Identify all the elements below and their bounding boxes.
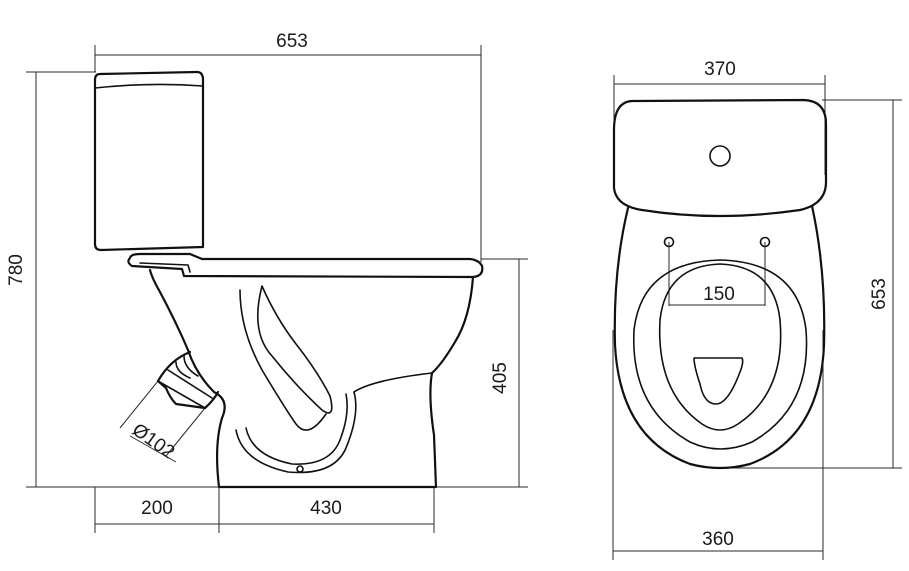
hinge-hole-right [759, 236, 771, 248]
tank-top-outline [612, 98, 828, 218]
top-view-dimension-lines [612, 75, 902, 560]
flush-button [709, 145, 731, 167]
bowl-opening [658, 263, 782, 431]
side-view: 653 780 405 200 430 Ø102 [6, 31, 528, 533]
side-view-dimension-lines [26, 45, 528, 533]
total-height-label: 780 [6, 254, 27, 286]
bowl-rim-outline [127, 252, 484, 279]
trapway-outline [256, 285, 333, 414]
front-curve [353, 372, 433, 393]
bowl-height-label: 405 [490, 362, 511, 394]
water-spot [693, 357, 744, 405]
bowl-width-label: 360 [702, 529, 734, 550]
base-length-label: 430 [310, 498, 342, 519]
trap-bottom-inner [245, 393, 348, 465]
hole-spacing-label: 150 [703, 284, 735, 305]
top-view: 370 653 150 360 [612, 59, 902, 560]
depth-label: 653 [869, 278, 890, 310]
outlet-pipe-outline [156, 350, 220, 410]
trapway-back [239, 289, 327, 431]
trap-bottom-outline [235, 391, 357, 474]
outlet-pipe-band [175, 355, 199, 379]
outlet-offset-label: 200 [141, 498, 173, 519]
cistern-lid-line [94, 83, 204, 89]
hinge-hole-left [663, 236, 675, 248]
outlet-diameter-label: Ø102 [128, 420, 178, 464]
bowl-top-outline [613, 204, 826, 470]
cistern-outline [93, 70, 205, 252]
tank-width-label: 370 [704, 59, 736, 80]
outlet-pipe-collar [157, 369, 213, 409]
seat-outline [632, 259, 808, 450]
bowl-body-outline [148, 268, 475, 489]
drain-point [296, 465, 304, 473]
bowl-rim-inner [139, 262, 191, 273]
total-length-label: 653 [276, 31, 308, 52]
